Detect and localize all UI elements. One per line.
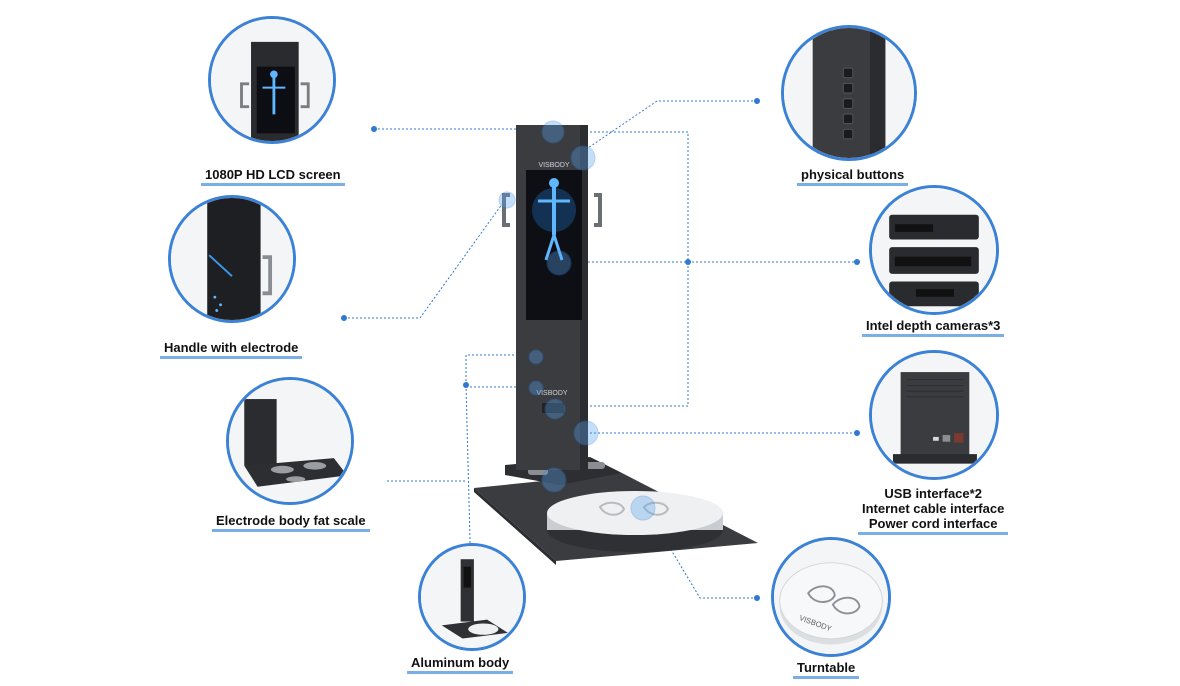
connector-dot <box>754 98 760 104</box>
depth-cameras-label: Intel depth cameras*3 <box>862 318 1005 337</box>
connector-dot <box>371 126 377 132</box>
physical-buttons-label: physical buttons <box>797 167 909 186</box>
power-interface-text: Power cord interface <box>868 516 998 531</box>
device-logo-lower: VISBODY <box>536 390 567 397</box>
physical-buttons-callout <box>781 25 917 161</box>
handle-label: Handle with electrode <box>160 340 303 359</box>
interfaces-label: USB interface*2 Internet cable interface… <box>858 486 1009 535</box>
fat-scale-label: Electrode body fat scale <box>212 513 370 532</box>
aluminum-body-label: Aluminum body <box>407 655 514 674</box>
connector-dot <box>854 259 860 265</box>
connector-dot <box>685 259 691 265</box>
lcd-screen-callout <box>208 16 336 144</box>
usb-interface-text: USB interface*2 <box>884 486 982 501</box>
connector-dot <box>341 315 347 321</box>
aluminum-body-callout <box>418 543 526 651</box>
lcd-screen-label: 1080P HD LCD screen <box>201 167 345 186</box>
fat-scale-callout <box>226 377 354 505</box>
interfaces-callout <box>869 350 999 480</box>
depth-cameras-callout <box>869 185 999 315</box>
turntable-label: Turntable <box>793 660 860 679</box>
turntable-callout: VISBODY <box>771 537 891 657</box>
device-illustration: VISBODY VISBODY <box>474 120 758 565</box>
internet-interface-text: Internet cable interface <box>862 501 1005 516</box>
connector-dot <box>463 382 469 388</box>
device-logo: VISBODY <box>538 162 569 169</box>
connector-dot <box>754 595 760 601</box>
connector-dot <box>854 430 860 436</box>
handle-callout <box>168 195 296 323</box>
